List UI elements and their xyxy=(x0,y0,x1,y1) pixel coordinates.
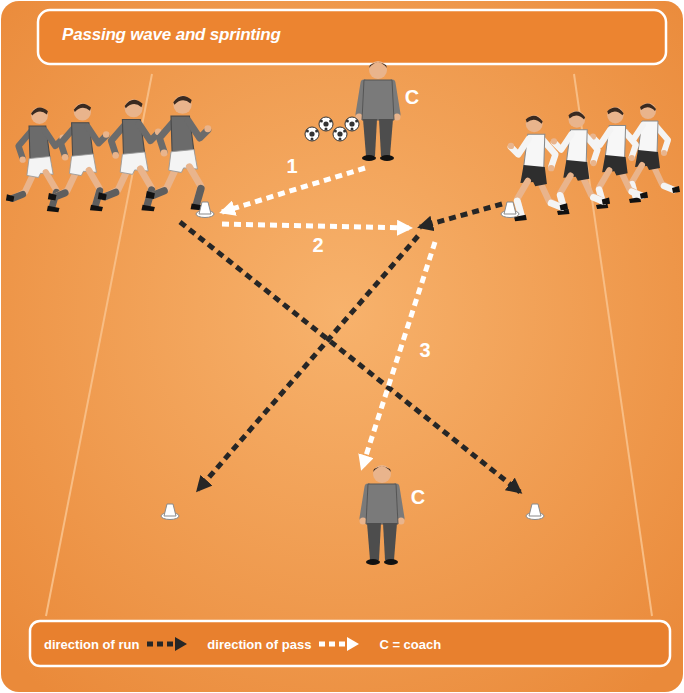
coach-figure xyxy=(356,61,401,161)
player-group xyxy=(6,95,211,212)
pass-arrows xyxy=(222,168,435,468)
legend-entry: C = coach xyxy=(379,637,441,652)
callout-number: 3 xyxy=(419,340,430,360)
ball-pile xyxy=(305,117,359,141)
cone xyxy=(501,202,519,218)
legend-text: C = coach xyxy=(379,637,441,652)
cone xyxy=(161,504,179,520)
pass-arrow-sample xyxy=(317,636,361,652)
title-text: Passing wave and sprinting xyxy=(62,25,281,45)
run-arrows xyxy=(180,204,520,492)
cone xyxy=(196,202,214,218)
title-bar xyxy=(38,10,666,64)
legend-bar xyxy=(30,621,670,666)
coach-letter: C xyxy=(405,87,419,107)
run-arrow-sample xyxy=(145,636,189,652)
coach-figure xyxy=(360,465,405,565)
legend-entry: direction of pass xyxy=(207,636,361,652)
player-group xyxy=(508,103,680,221)
legend-entry: direction of run xyxy=(44,636,189,652)
legend-text: direction of pass xyxy=(207,637,311,652)
callout-number: 1 xyxy=(286,156,297,176)
coach-letter: C xyxy=(411,487,425,507)
legend-text: direction of run xyxy=(44,637,139,652)
callout-number: 2 xyxy=(312,235,323,255)
cone xyxy=(526,504,544,520)
